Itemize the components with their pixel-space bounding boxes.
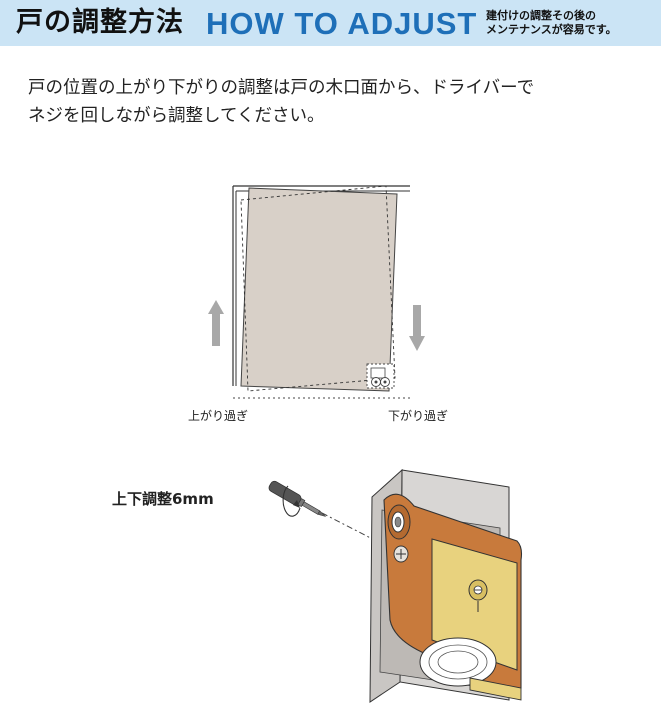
down-arrow-icon <box>409 305 425 351</box>
page-title: 戸の調整方法 <box>16 7 184 38</box>
instruction-line-2: ネジを回しながら調整してください。 <box>28 106 325 126</box>
brass-plate <box>431 538 518 671</box>
header-band: 戸の調整方法 HOW TO ADJUST 建付けの調整その後の メンテナンスが容… <box>0 0 661 46</box>
roller-unit-illustration <box>369 468 523 703</box>
caption-too-high: 上がり過ぎ <box>188 409 249 423</box>
rotation-icon <box>282 485 301 517</box>
door-correct-position <box>240 185 396 392</box>
instruction-line-1: 戸の位置の上がり下がりの調整は戸の木口面から、ドライバーで <box>28 78 535 98</box>
door-panel <box>240 187 398 392</box>
adjustment-range-label: 上下調整6mm <box>112 490 214 508</box>
roller-wheel <box>419 637 497 687</box>
page-title-english: HOW TO ADJUST <box>206 6 478 41</box>
header-note-line-2: メンテナンスが容易です。 <box>486 23 617 36</box>
instruction-text: 戸の位置の上がり下がりの調整は戸の木口面から、ドライバーで ネジを回しながら調整… <box>28 74 534 130</box>
roller-housing <box>366 363 395 389</box>
header-note: 建付けの調整その後の メンテナンスが容易です。 <box>486 9 617 37</box>
header-note-line-1: 建付けの調整その後の <box>486 9 596 22</box>
screwdriver-icon <box>268 480 326 517</box>
door-frame-diagram <box>208 185 425 399</box>
up-arrow-icon <box>208 300 224 346</box>
caption-too-low: 下がり過ぎ <box>388 409 449 423</box>
